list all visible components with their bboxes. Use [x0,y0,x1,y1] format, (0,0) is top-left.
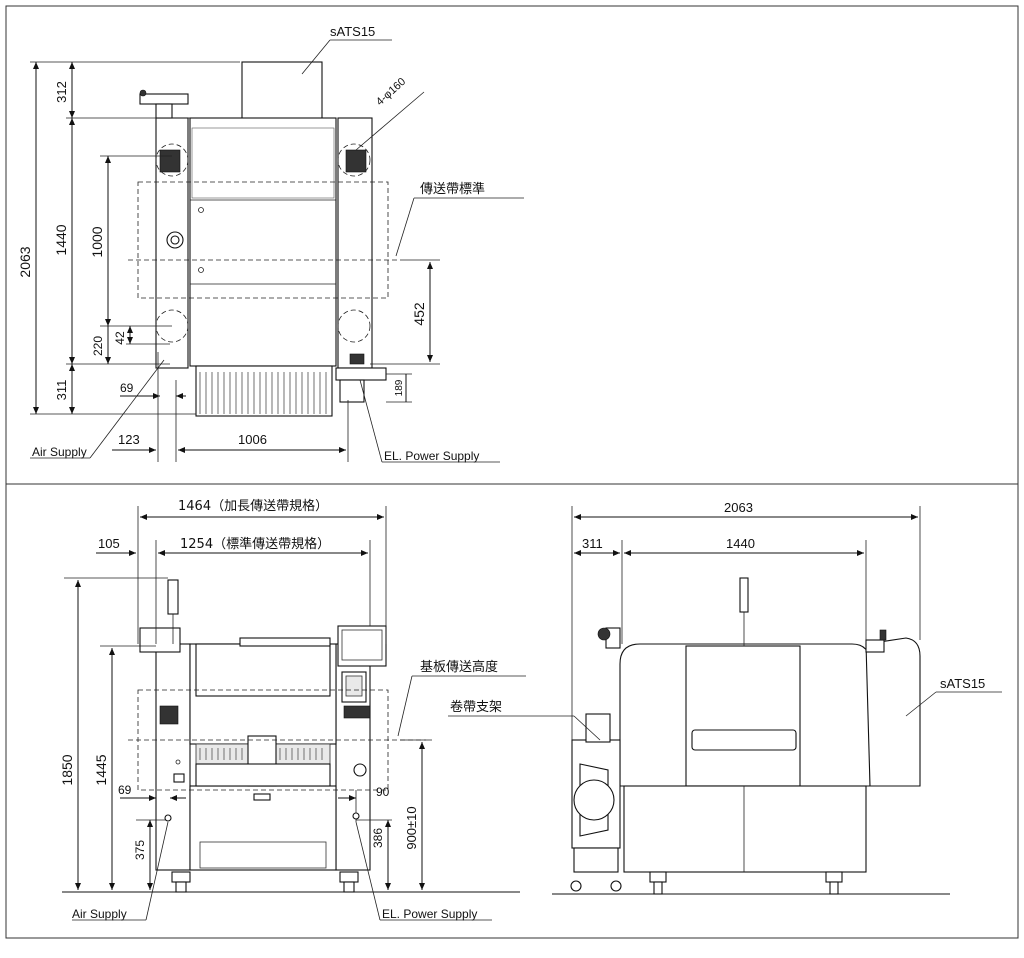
dim-top-220: 220 [91,336,105,356]
dim-front-900: 900±10 [404,806,419,849]
top-sats-label: sATS15 [330,24,375,39]
dim-side-1440: 1440 [726,536,755,551]
drawing-frame [5,5,1019,939]
dim-front-90: 90 [376,785,390,799]
dim-front-386: 386 [371,828,385,848]
dim-top-69: 69 [120,381,134,395]
dim-top-452: 452 [411,302,427,326]
dim-top-1000: 1000 [89,226,105,257]
dim-top-1006: 1006 [238,432,267,447]
dim-top-311: 311 [54,380,69,401]
dim-front-1850: 1850 [59,754,75,785]
dim-side-311: 311 [582,536,603,551]
side-view [448,506,1002,895]
front-signal-tower [167,579,179,615]
dim-top-312: 312 [54,81,69,103]
top-conveyor-box [137,181,389,299]
hole-label: 4-φ160 [374,76,408,109]
dim-front-105: 105 [98,536,120,551]
board-height-label: 基板傳送高度 [420,659,498,675]
top-el-power-label: EL. Power Supply [384,449,479,463]
reel-holder-label: 卷帶支架 [450,699,502,715]
dim-front-69: 69 [118,783,132,797]
dim-top-2063: 2063 [17,246,33,277]
dim-top-123: 123 [118,432,140,447]
top-view [30,39,524,463]
front-el-power-label: EL. Power Supply [382,907,477,921]
top-feeder-bank [195,365,333,417]
dim-front-1445: 1445 [93,754,109,785]
dim-top-1440: 1440 [53,224,69,255]
top-machine-body [189,117,337,367]
front-view [62,506,526,921]
dim-front-1254: 1254（標準傳送帶規格） [180,536,330,552]
front-air-supply-label: Air Supply [72,907,127,921]
dim-top-189: 189 [394,379,405,396]
top-air-supply-label: Air Supply [32,445,87,459]
dim-front-375: 375 [133,840,147,860]
dim-top-42: 42 [113,331,127,345]
dim-side-2063: 2063 [724,500,753,515]
side-sats-unit [865,637,921,787]
conveyor-standard-label: 傳送帶標準 [420,181,485,197]
side-sats-label: sATS15 [940,676,985,691]
dim-front-1464: 1464（加長傳送帶規格） [178,498,328,514]
